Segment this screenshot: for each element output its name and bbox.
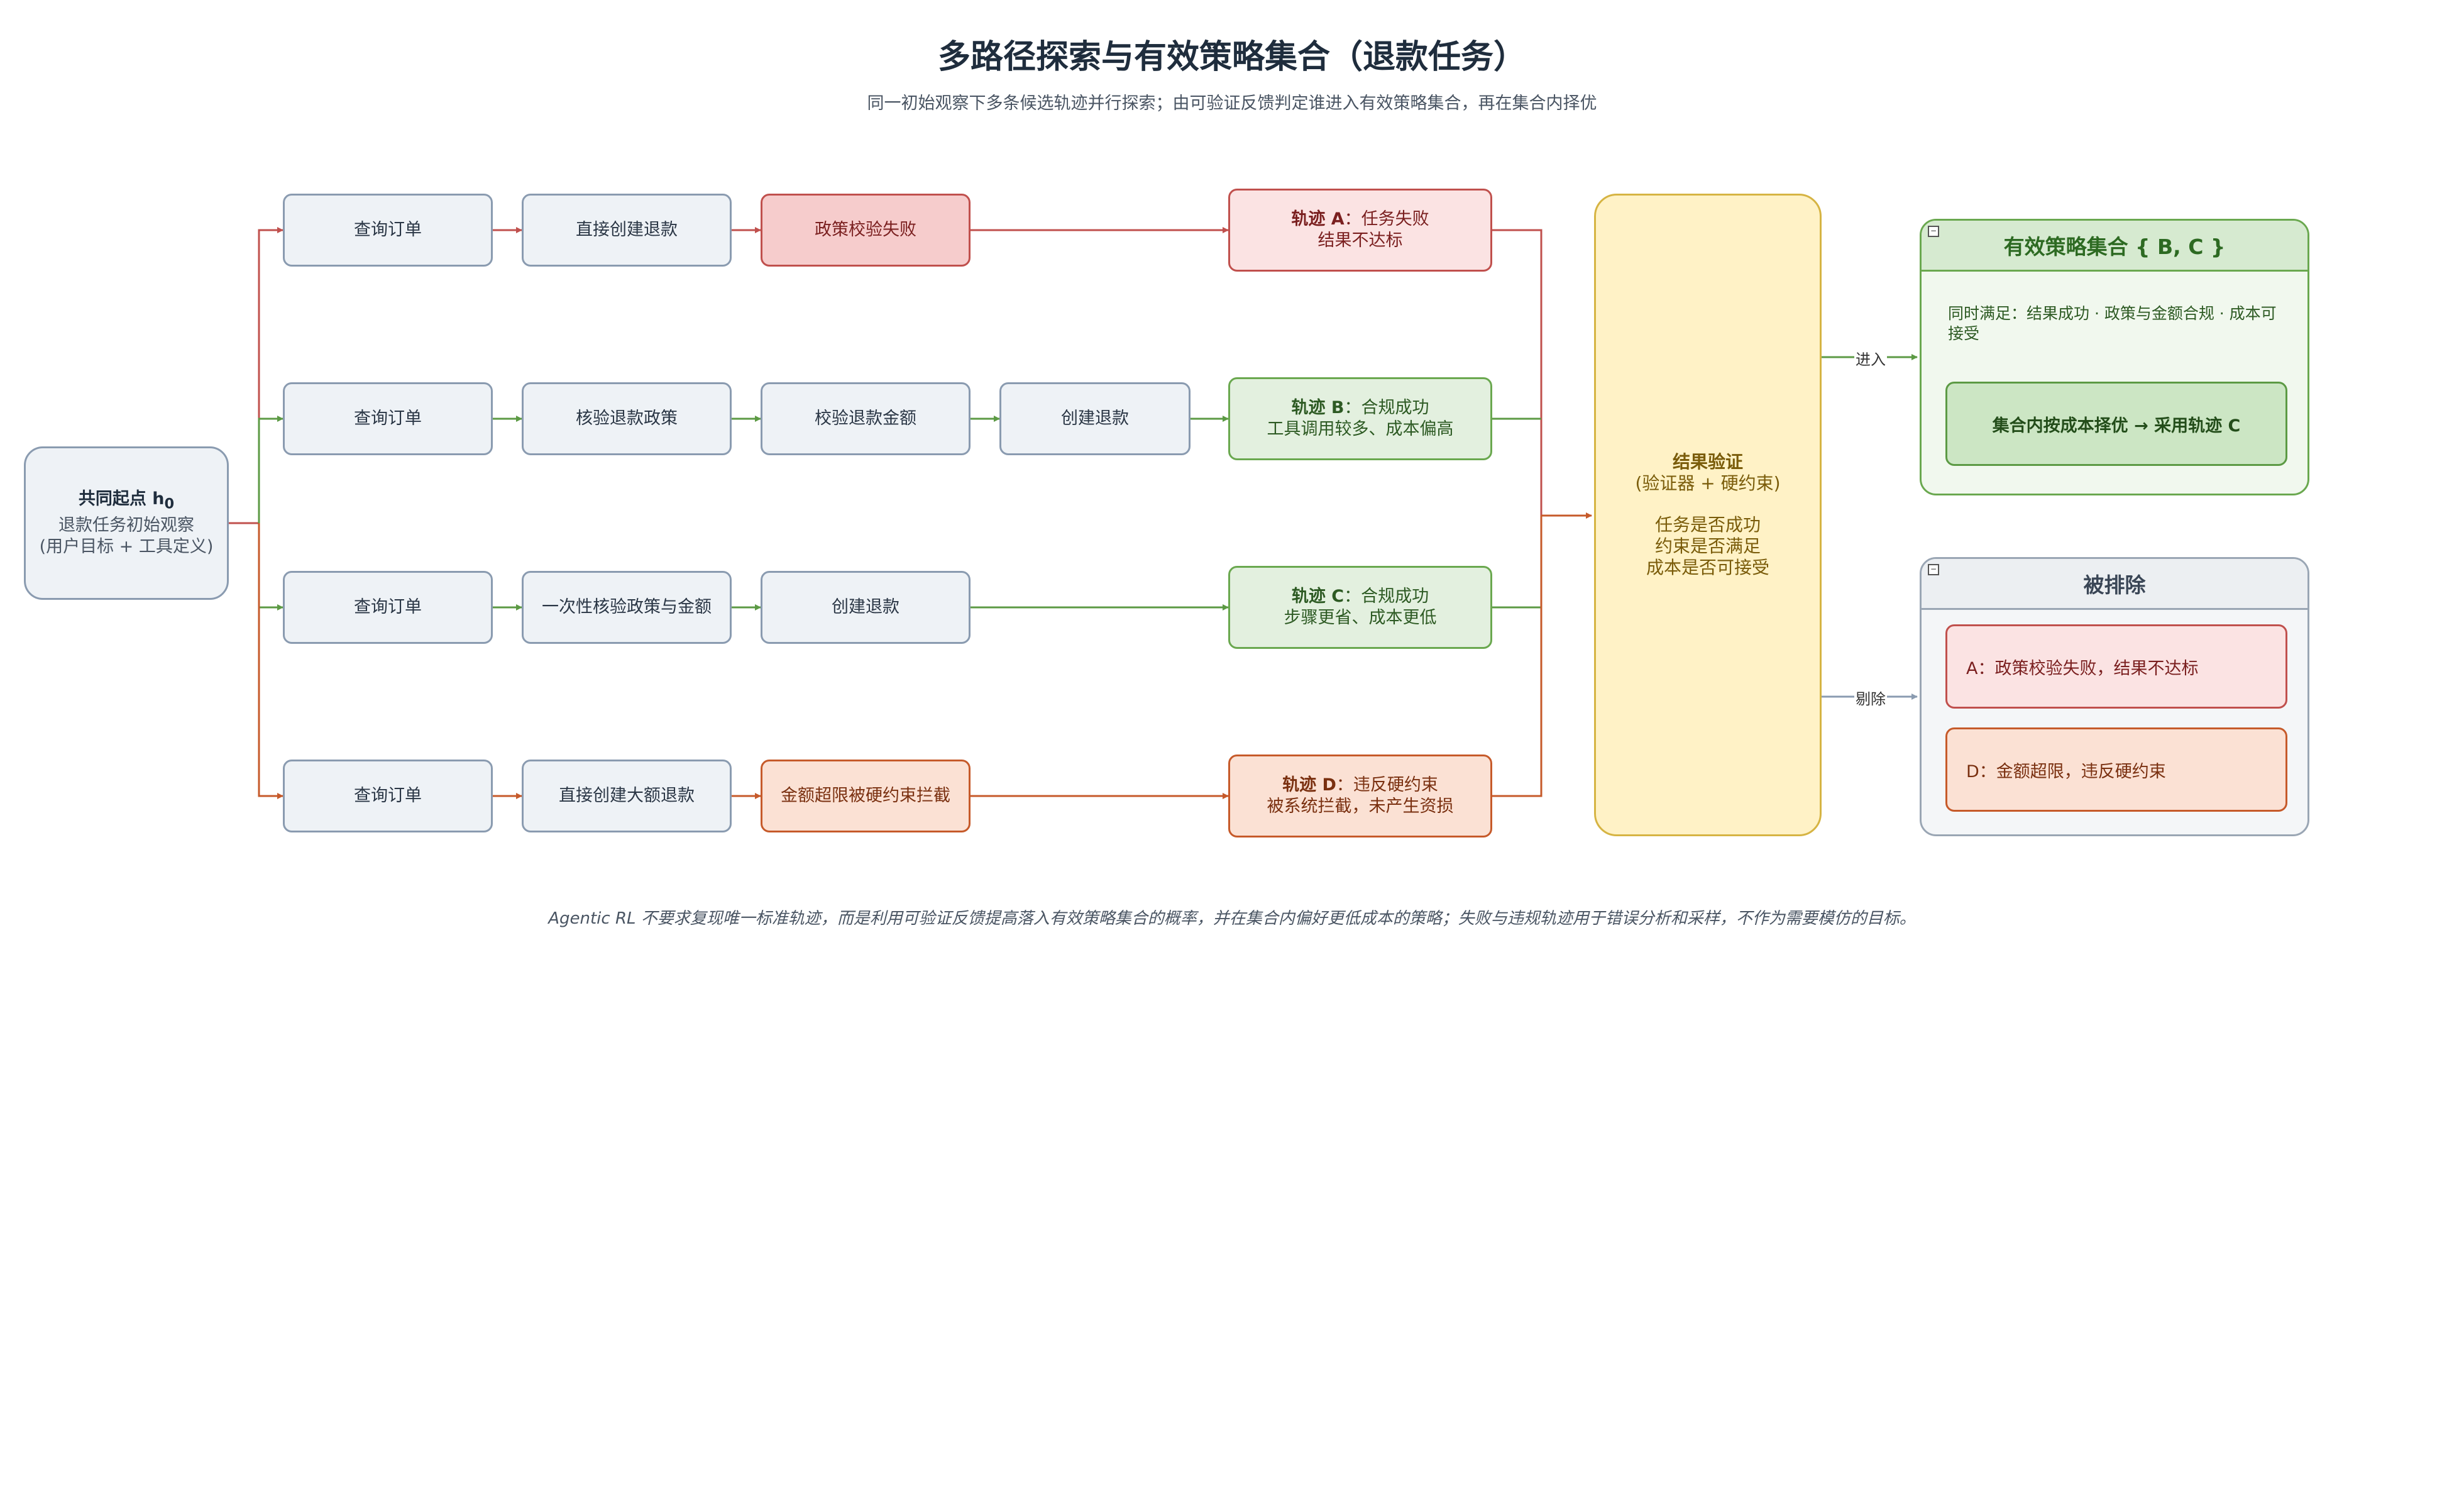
verify-check-1: 任务是否成功 xyxy=(1654,514,1761,535)
row-a-step-3: 政策校验失败 xyxy=(761,194,971,267)
verify-check-3: 成本是否可接受 xyxy=(1646,557,1769,578)
row-d-step-3: 金额超限被硬约束拦截 xyxy=(761,760,971,832)
verify-node: 结果验证 (验证器 + 硬约束) 任务是否成功 约束是否满足 成本是否可接受 xyxy=(1594,194,1822,836)
row-d-step-1: 查询订单 xyxy=(283,760,493,832)
result-d: 轨迹 D：违反硬约束 被系统拦截，未产生资损 xyxy=(1228,754,1492,837)
result-b-detail: 工具调用较多、成本偏高 xyxy=(1267,419,1454,439)
result-c: 轨迹 C：合规成功 步骤更省、成本更低 xyxy=(1228,566,1492,649)
verify-check-2: 约束是否满足 xyxy=(1654,536,1761,556)
row-d-step-2: 直接创建大额退款 xyxy=(522,760,732,832)
fanout-edges xyxy=(229,227,283,799)
result-b-name: 轨迹 B xyxy=(1291,398,1345,417)
result-d-detail: 被系统拦截，未产生资损 xyxy=(1267,797,1454,816)
valid-set-desc: 同时满足：结果成功 · 政策与金额合规 · 成本可接受 xyxy=(1948,304,2277,343)
merge-edges xyxy=(1492,229,1592,797)
row-b-step-1: 查询订单 xyxy=(283,382,493,455)
start-node: 共同起点 h0 退款任务初始观察 (用户目标 + 工具定义) xyxy=(24,446,229,600)
valid-set-choice: 集合内按成本择优 → 采用轨迹 C xyxy=(1945,382,2287,466)
start-title: 共同起点 h xyxy=(78,489,165,509)
result-a-detail: 结果不达标 xyxy=(1317,231,1403,250)
row-b-step-4: 创建退款 xyxy=(999,382,1191,455)
result-d-name: 轨迹 D xyxy=(1282,775,1336,795)
valid-set-title: 有效策略集合 { B, C } xyxy=(2003,235,2226,259)
verify-title: 结果验证 xyxy=(1672,451,1743,472)
result-c-status: ：合规成功 xyxy=(1344,587,1429,606)
start-desc: 退款任务初始观察 xyxy=(58,515,194,535)
result-d-status: ：违反硬约束 xyxy=(1336,775,1438,795)
start-note: (用户目标 + 工具定义) xyxy=(39,536,214,556)
collapse-icon[interactable]: − xyxy=(1928,564,1939,575)
row-b-step-2: 核验退款政策 xyxy=(522,382,732,455)
result-a: 轨迹 A：任务失败 结果不达标 xyxy=(1228,189,1492,272)
row-c-step-3: 创建退款 xyxy=(761,571,971,644)
enter-label: 进入 xyxy=(1854,347,1887,369)
row-c-step-1: 查询订单 xyxy=(283,571,493,644)
start-subscript: 0 xyxy=(164,495,175,512)
page-subtitle: 同一初始观察下多条候选轨迹并行探索；由可验证反馈判定谁进入有效策略集合，再在集合… xyxy=(867,94,1597,113)
result-a-name: 轨迹 A xyxy=(1291,209,1345,229)
page-title: 多路径探索与有效策略集合（退款任务） xyxy=(937,38,1526,76)
result-c-name: 轨迹 C xyxy=(1291,587,1345,606)
result-a-status: ：任务失败 xyxy=(1344,209,1429,229)
row-a-step-1: 查询订单 xyxy=(283,194,493,267)
excluded-panel: 被排除 − A：政策校验失败，结果不达标 D：金额超限，违反硬约束 xyxy=(1920,557,2309,836)
result-b: 轨迹 B：合规成功 工具调用较多、成本偏高 xyxy=(1228,377,1492,460)
caption: Agentic RL 不要求复现唯一标准轨迹，而是利用可验证反馈提高落入有效策略… xyxy=(548,909,1916,928)
result-c-detail: 步骤更省、成本更低 xyxy=(1284,608,1437,627)
result-b-status: ：合规成功 xyxy=(1344,398,1429,417)
collapse-icon[interactable]: − xyxy=(1928,226,1939,237)
valid-set-panel: 有效策略集合 { B, C } − 同时满足：结果成功 · 政策与金额合规 · … xyxy=(1920,219,2309,495)
excluded-item-d: D：金额超限，违反硬约束 xyxy=(1945,727,2287,812)
verify-subtitle: (验证器 + 硬约束) xyxy=(1635,473,1781,494)
row-b-step-3: 校验退款金额 xyxy=(761,382,971,455)
excluded-item-a: A：政策校验失败，结果不达标 xyxy=(1945,624,2287,709)
row-c-step-2: 一次性核验政策与金额 xyxy=(522,571,732,644)
row-a-step-2: 直接创建退款 xyxy=(522,194,732,267)
excluded-title: 被排除 xyxy=(2083,573,2146,597)
remove-label: 剔除 xyxy=(1854,687,1887,709)
